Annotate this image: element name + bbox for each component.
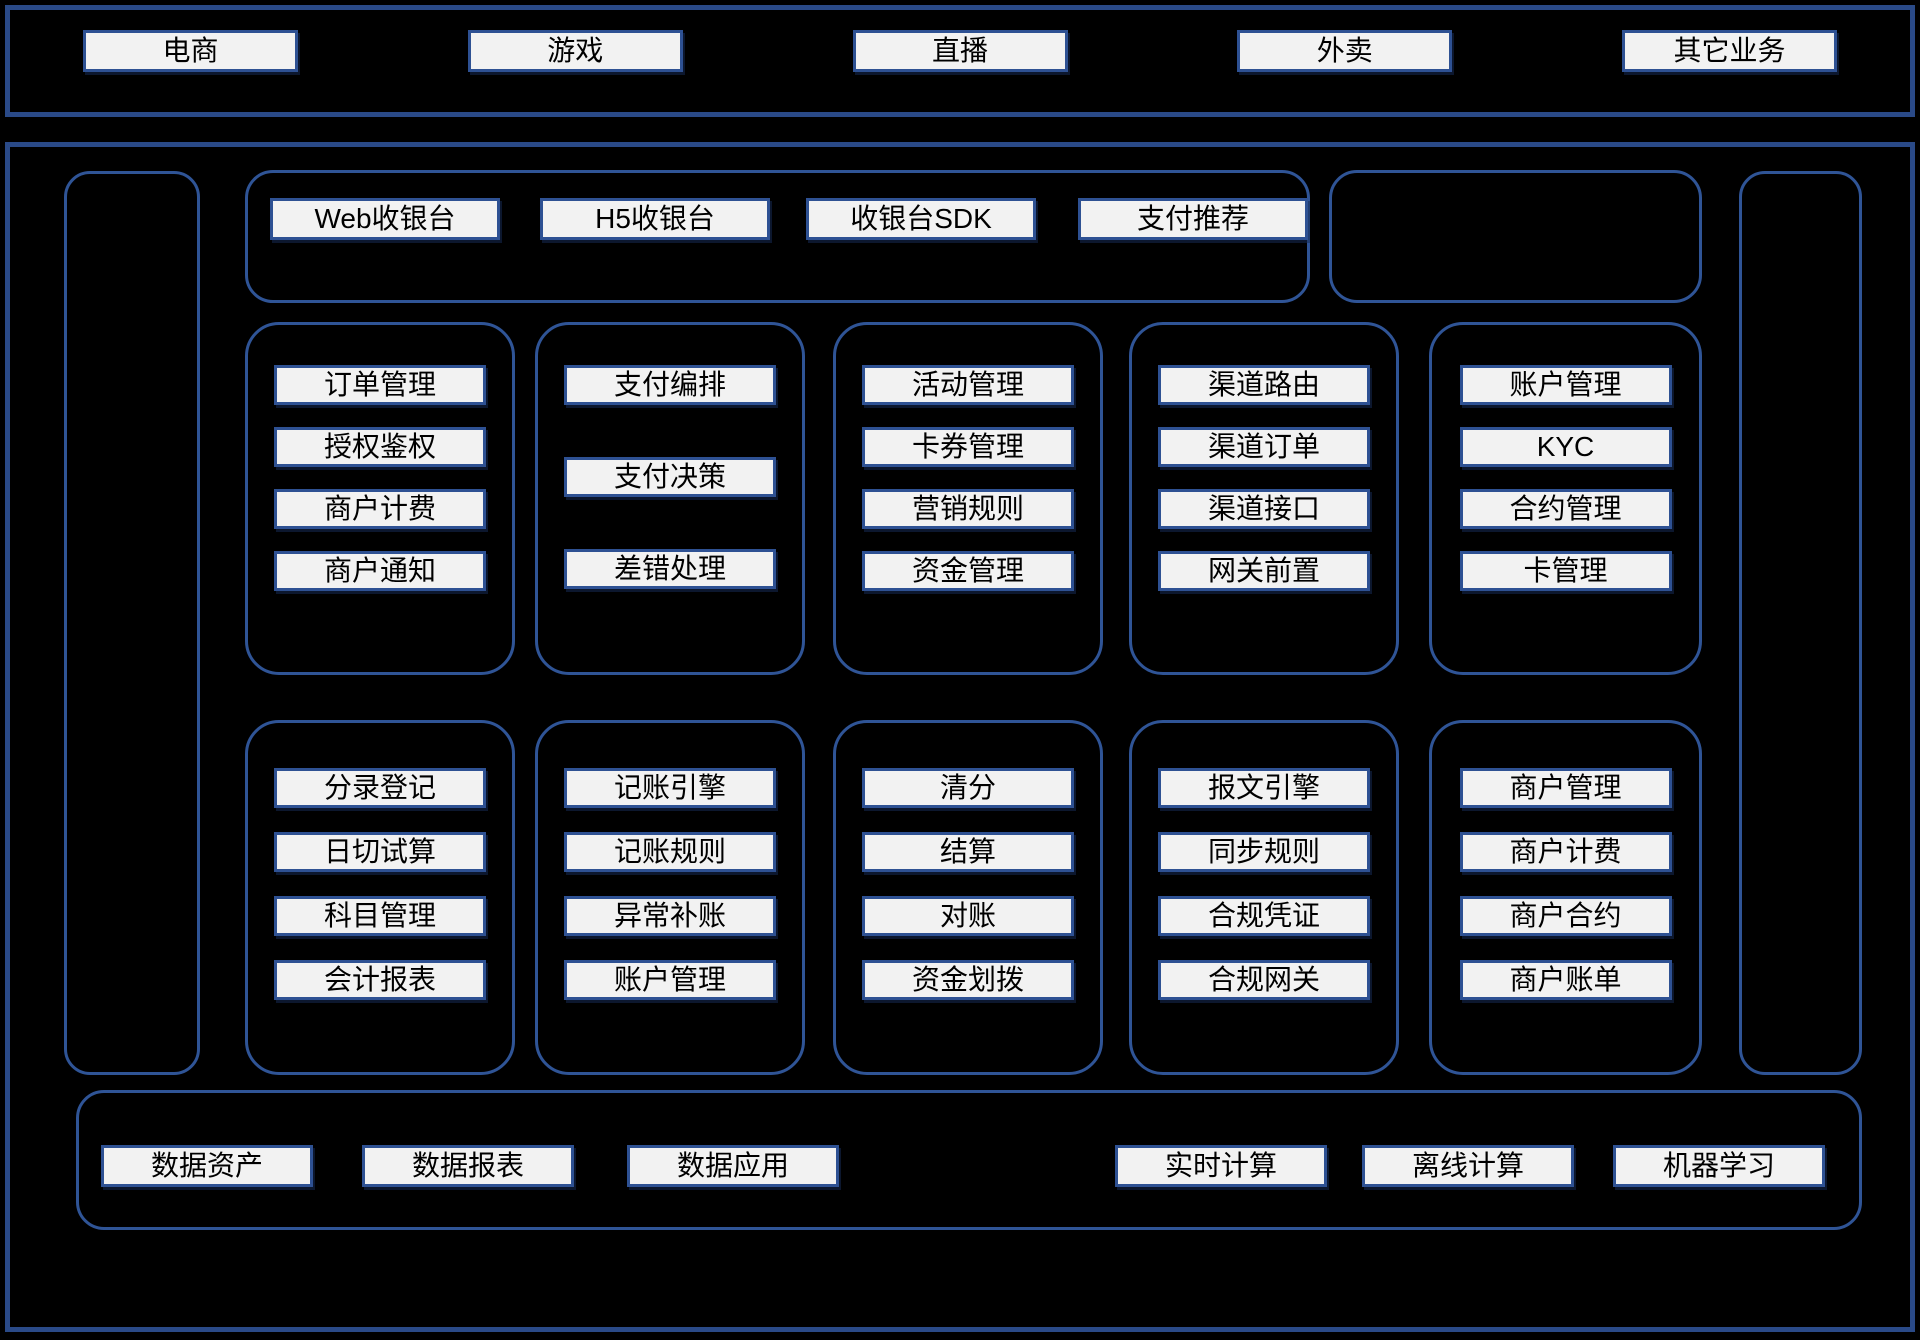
module-item: 商户计费 — [1459, 832, 1672, 872]
left-rail-panel — [64, 171, 200, 1075]
payment-module-group-channel: 渠道路由 渠道订单 渠道接口 网关前置 — [1129, 322, 1399, 675]
module-item: 授权鉴权 — [274, 427, 486, 467]
module-item: 结算 — [862, 832, 1074, 872]
module-item: 分录登记 — [274, 768, 486, 808]
platform-layer: Web收银台 H5收银台 收银台SDK 支付推荐 订单管理 授权鉴权 商户计费 … — [5, 142, 1915, 1332]
module-item: 卡管理 — [1459, 551, 1672, 591]
module-item: 差错处理 — [564, 549, 776, 589]
cashier-item: 支付推荐 — [1078, 198, 1308, 240]
cashier-layer: Web收银台 H5收银台 收银台SDK 支付推荐 — [245, 170, 1310, 303]
accounting-module-group-compliance: 报文引擎 同步规则 合规凭证 合规网关 — [1129, 720, 1399, 1075]
module-item: 支付决策 — [564, 457, 776, 497]
payment-module-group-orchestration: 支付编排 支付决策 差错处理 — [535, 322, 805, 675]
module-item: 资金划拨 — [862, 960, 1074, 1000]
module-item: 同步规则 — [1158, 832, 1370, 872]
cashier-item: 收银台SDK — [806, 198, 1036, 240]
data-layer: 数据资产 数据报表 数据应用 实时计算 离线计算 机器学习 — [76, 1090, 1862, 1230]
accounting-module-group-ledger: 分录登记 日切试算 科目管理 会计报表 — [245, 720, 515, 1075]
module-item: 异常补账 — [564, 896, 776, 936]
module-item: 渠道订单 — [1158, 427, 1370, 467]
business-layer-item: 外卖 — [1237, 30, 1453, 72]
payment-module-group-order: 订单管理 授权鉴权 商户计费 商户通知 — [245, 322, 515, 675]
module-item: 合约管理 — [1459, 489, 1672, 529]
business-layer-item: 直播 — [852, 30, 1068, 72]
accounting-module-group-merchant: 商户管理 商户计费 商户合约 商户账单 — [1429, 720, 1702, 1075]
module-item: 渠道路由 — [1158, 365, 1370, 405]
data-layer-item: 实时计算 — [1115, 1145, 1327, 1187]
module-item: 订单管理 — [274, 365, 486, 405]
module-item: 活动管理 — [862, 365, 1074, 405]
cashier-extra-panel — [1329, 170, 1702, 303]
module-item: 资金管理 — [862, 551, 1074, 591]
cashier-item: Web收银台 — [270, 198, 500, 240]
module-item: KYC — [1459, 427, 1672, 467]
module-item: 账户管理 — [1459, 365, 1672, 405]
data-layer-item: 机器学习 — [1613, 1145, 1825, 1187]
data-layer-item: 离线计算 — [1362, 1145, 1574, 1187]
module-item: 商户合约 — [1459, 896, 1672, 936]
module-item: 记账规则 — [564, 832, 776, 872]
module-item: 商户管理 — [1459, 768, 1672, 808]
module-item: 商户账单 — [1459, 960, 1672, 1000]
business-layer: 电商 游戏 直播 外卖 其它业务 — [5, 5, 1915, 117]
module-item: 记账引擎 — [564, 768, 776, 808]
module-item: 合规凭证 — [1158, 896, 1370, 936]
data-layer-item: 数据报表 — [362, 1145, 574, 1187]
accounting-module-group-clearing: 清分 结算 对账 资金划拨 — [833, 720, 1103, 1075]
business-layer-item: 其它业务 — [1622, 30, 1837, 72]
module-item: 合规网关 — [1158, 960, 1370, 1000]
module-item: 会计报表 — [274, 960, 486, 1000]
business-layer-item: 游戏 — [467, 30, 683, 72]
right-rail-panel — [1739, 171, 1862, 1075]
module-item: 卡券管理 — [862, 427, 1074, 467]
module-item: 商户通知 — [274, 551, 486, 591]
module-item: 科目管理 — [274, 896, 486, 936]
module-item: 报文引擎 — [1158, 768, 1370, 808]
payment-module-group-account: 账户管理 KYC 合约管理 卡管理 — [1429, 322, 1702, 675]
data-layer-item: 数据应用 — [627, 1145, 839, 1187]
module-item: 支付编排 — [564, 365, 776, 405]
module-item: 对账 — [862, 896, 1074, 936]
business-layer-item: 电商 — [83, 30, 298, 72]
accounting-module-group-bookkeeping: 记账引擎 记账规则 异常补账 账户管理 — [535, 720, 805, 1075]
module-item: 渠道接口 — [1158, 489, 1370, 529]
module-item: 商户计费 — [274, 489, 486, 529]
module-item: 营销规则 — [862, 489, 1074, 529]
payment-module-group-marketing: 活动管理 卡券管理 营销规则 资金管理 — [833, 322, 1103, 675]
module-item: 清分 — [862, 768, 1074, 808]
data-layer-item: 数据资产 — [101, 1145, 313, 1187]
module-item: 账户管理 — [564, 960, 776, 1000]
cashier-item: H5收银台 — [540, 198, 770, 240]
module-item: 网关前置 — [1158, 551, 1370, 591]
module-item: 日切试算 — [274, 832, 486, 872]
